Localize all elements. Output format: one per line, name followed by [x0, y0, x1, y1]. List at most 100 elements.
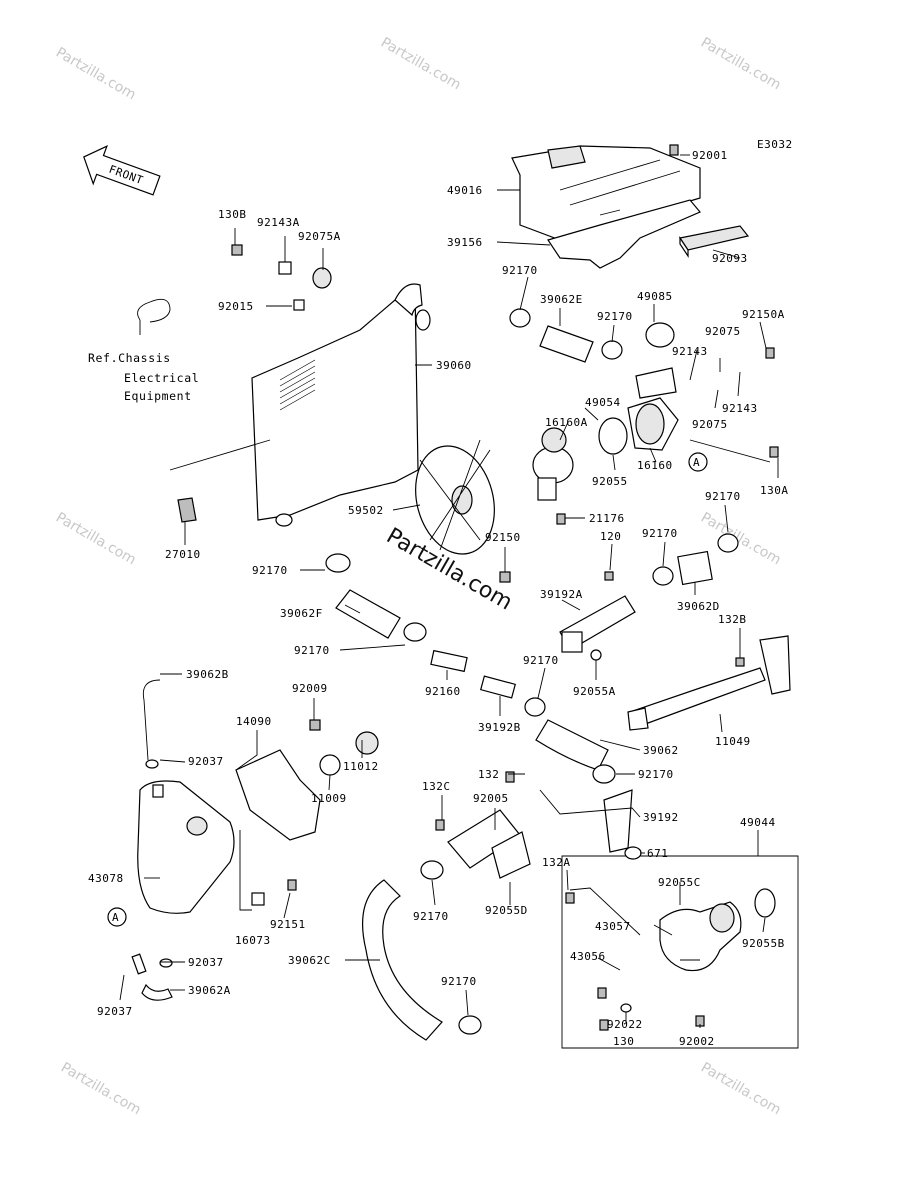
- part-label: 49085: [637, 290, 673, 303]
- part-label: 39192A: [540, 588, 583, 601]
- part-label: 39062: [643, 744, 679, 757]
- part-label: 92143A: [257, 216, 300, 229]
- strip-92093: [679, 225, 750, 258]
- part-label: 130: [613, 1035, 634, 1048]
- part-label: 92151: [270, 918, 306, 931]
- part-label: 92160: [425, 685, 461, 698]
- clamp-group: [325, 308, 739, 1035]
- callout-letter: A: [693, 456, 700, 469]
- bolt-group: [131, 144, 779, 1031]
- part-label: 49044: [740, 816, 776, 829]
- part-label: 39156: [447, 236, 483, 249]
- part-label: 92005: [473, 792, 509, 805]
- watermark: Partzilla.com: [698, 510, 784, 569]
- part-labels: 92001 49016 39156 92093 130B 92143A 9207…: [88, 149, 789, 1048]
- part-label: 39062A: [188, 984, 231, 997]
- watermark: Partzilla.com: [698, 1060, 784, 1119]
- part-label: 92150A: [742, 308, 785, 321]
- part-label: 39192: [643, 811, 679, 824]
- part-label: 16160A: [545, 416, 588, 429]
- part-label: 132C: [422, 780, 451, 793]
- part-label: 27010: [165, 548, 201, 561]
- part-label: 11012: [343, 760, 379, 773]
- part-label: 92055B: [742, 937, 785, 950]
- watermark: Partzilla.com: [53, 45, 139, 104]
- ref-note-line: Electrical: [124, 371, 199, 385]
- part-label: 59502: [348, 504, 384, 517]
- part-label: 21176: [589, 512, 625, 525]
- pipe-92005: [447, 809, 531, 879]
- part-label: 14090: [236, 715, 272, 728]
- diagram-code: E3032: [757, 138, 793, 151]
- part-label: 39062F: [280, 607, 323, 620]
- part-label: 92170: [413, 910, 449, 923]
- part-label: 92055C: [658, 876, 701, 889]
- part-label: 39062E: [540, 293, 583, 306]
- part-label: 92170: [502, 264, 538, 277]
- part-label: 130B: [218, 208, 247, 221]
- part-label: 92055: [592, 475, 628, 488]
- part-label: 92170: [252, 564, 288, 577]
- part-label: 92143: [672, 345, 708, 358]
- part-label: 92015: [218, 300, 254, 313]
- part-label: 39062C: [288, 954, 331, 967]
- part-label: 92170: [705, 490, 741, 503]
- part-label: 39062D: [677, 600, 720, 613]
- part-label: 92143: [722, 402, 758, 415]
- part-label: 92009: [292, 682, 328, 695]
- gasket-39156: [547, 199, 701, 269]
- part-label: 132: [478, 768, 499, 781]
- thermostat-group: [532, 322, 679, 501]
- watermark: Partzilla.com: [378, 35, 464, 94]
- part-label: 92075: [705, 325, 741, 338]
- part-label: 92170: [294, 644, 330, 657]
- callout-a: A A: [107, 452, 708, 927]
- leader-lines: [119, 154, 779, 1028]
- part-label: 11049: [715, 735, 751, 748]
- part-label: 92170: [638, 768, 674, 781]
- part-label: 92055D: [485, 904, 528, 917]
- part-label: 92170: [642, 527, 678, 540]
- part-label: 92150: [485, 531, 521, 544]
- part-label: 49016: [447, 184, 483, 197]
- part-label: 92055A: [573, 685, 616, 698]
- part-label: 92075: [692, 418, 728, 431]
- part-label: 43056: [570, 950, 606, 963]
- part-label: 92093: [712, 252, 748, 265]
- watermark: Partzilla.com: [58, 1060, 144, 1119]
- watermark: Partzilla.com: [698, 35, 784, 94]
- part-label: 671: [647, 847, 668, 860]
- watermark: Partzilla.com: [53, 510, 139, 569]
- part-label: 92001: [692, 149, 728, 162]
- reservoir-43078: [137, 780, 235, 914]
- front-arrow: FRONT: [83, 145, 161, 196]
- part-label: 132B: [718, 613, 747, 626]
- part-label: 43078: [88, 872, 124, 885]
- part-label: 92002: [679, 1035, 715, 1048]
- part-label: 39060: [436, 359, 472, 372]
- ref-note: Ref.Chassis Electrical Equipment: [88, 298, 199, 403]
- part-label: 92170: [523, 654, 559, 667]
- part-label: 92022: [607, 1018, 643, 1031]
- part-label: 92170: [597, 310, 633, 323]
- part-label: 92037: [97, 1005, 133, 1018]
- part-label: 16160: [637, 459, 673, 472]
- ref-note-line: Ref.Chassis: [88, 351, 171, 365]
- part-label: 92075A: [298, 230, 341, 243]
- fan-59502: [415, 439, 495, 555]
- pump-box-49044: [561, 855, 799, 1049]
- part-label: 92037: [188, 956, 224, 969]
- part-label: 120: [600, 530, 621, 543]
- cover-14090: [235, 731, 379, 841]
- callout-letter: A: [112, 911, 119, 924]
- hose-group: [335, 325, 713, 1041]
- part-label: 92170: [441, 975, 477, 988]
- part-label: 39192B: [478, 721, 521, 734]
- part-label: 43057: [595, 920, 631, 933]
- part-label: 39062B: [186, 668, 229, 681]
- part-label: 92037: [188, 755, 224, 768]
- part-label: 130A: [760, 484, 789, 497]
- part-label: 132A: [542, 856, 571, 869]
- part-label: 16073: [235, 934, 271, 947]
